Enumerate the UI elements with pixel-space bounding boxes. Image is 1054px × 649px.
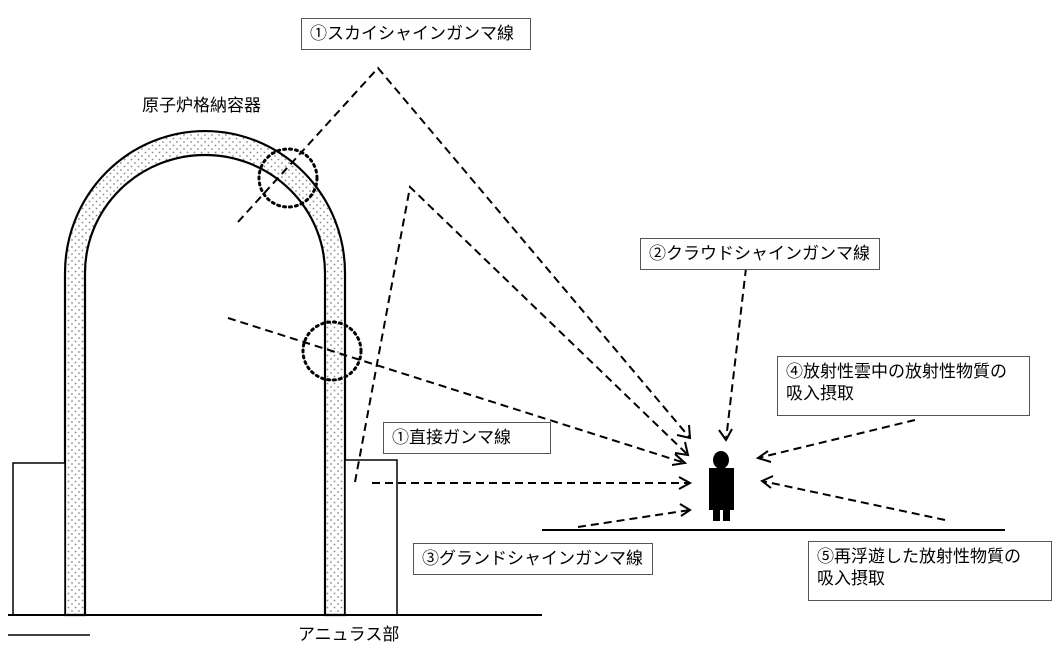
inhalation-cloud-callout: ④放射性雲中の放射性物質の 吸入摂取 [777,356,1030,416]
arrowhead-inhalation-cloud [755,450,772,463]
penetration-circle-top [257,147,319,209]
cloudshine-path [725,267,747,441]
arrowhead-resuspended [760,475,774,489]
annulus-label: アニュラス部 [298,625,400,645]
inhalation-resuspended-line1: ⑤再浮遊した放射性物質の [817,547,1021,567]
groundshine-path [577,509,691,528]
containment-shell [63,129,347,617]
inhalation-resuspended-line2: 吸入摂取 [817,569,885,589]
inhalation-cloud-line1: ④放射性雲中の放射性物質の [786,362,1007,382]
annulus-building-right [344,459,398,616]
cloudshine-gamma-callout: ②クラウドシャインガンマ線 [640,238,880,270]
arrowhead-direct-side [671,453,688,466]
skyshine-gamma-callout: ①スカイシャインガンマ線 [301,18,531,50]
annulus-building-left [12,462,66,616]
arrowhead-scatter [674,441,690,457]
person-figure [709,451,734,521]
groundshine-gamma-callout: ③グランドシャインガンマ線 [413,543,653,575]
arrowhead-groundshine [679,503,692,517]
inhalation-resuspended-callout: ⑤再浮遊した放射性物質の 吸入摂取 [808,541,1052,601]
arrowhead-direct-low [678,476,693,490]
direct-gamma-callout: ①直接ガンマ線 [383,422,551,454]
scatter-path [354,184,689,483]
penetration-circle-side [301,320,363,382]
direct-gamma-path-side [227,317,686,464]
inhalation-cloud-path [757,419,916,459]
arrowhead-skyshine [676,424,692,440]
inhalation-cloud-line2: 吸入摂取 [786,384,854,404]
resuspended-path [761,480,946,521]
arrowhead-cloudshine [718,428,733,442]
containment-vessel-label: 原子炉格納容器 [142,96,261,116]
skyshine-path [237,66,691,439]
